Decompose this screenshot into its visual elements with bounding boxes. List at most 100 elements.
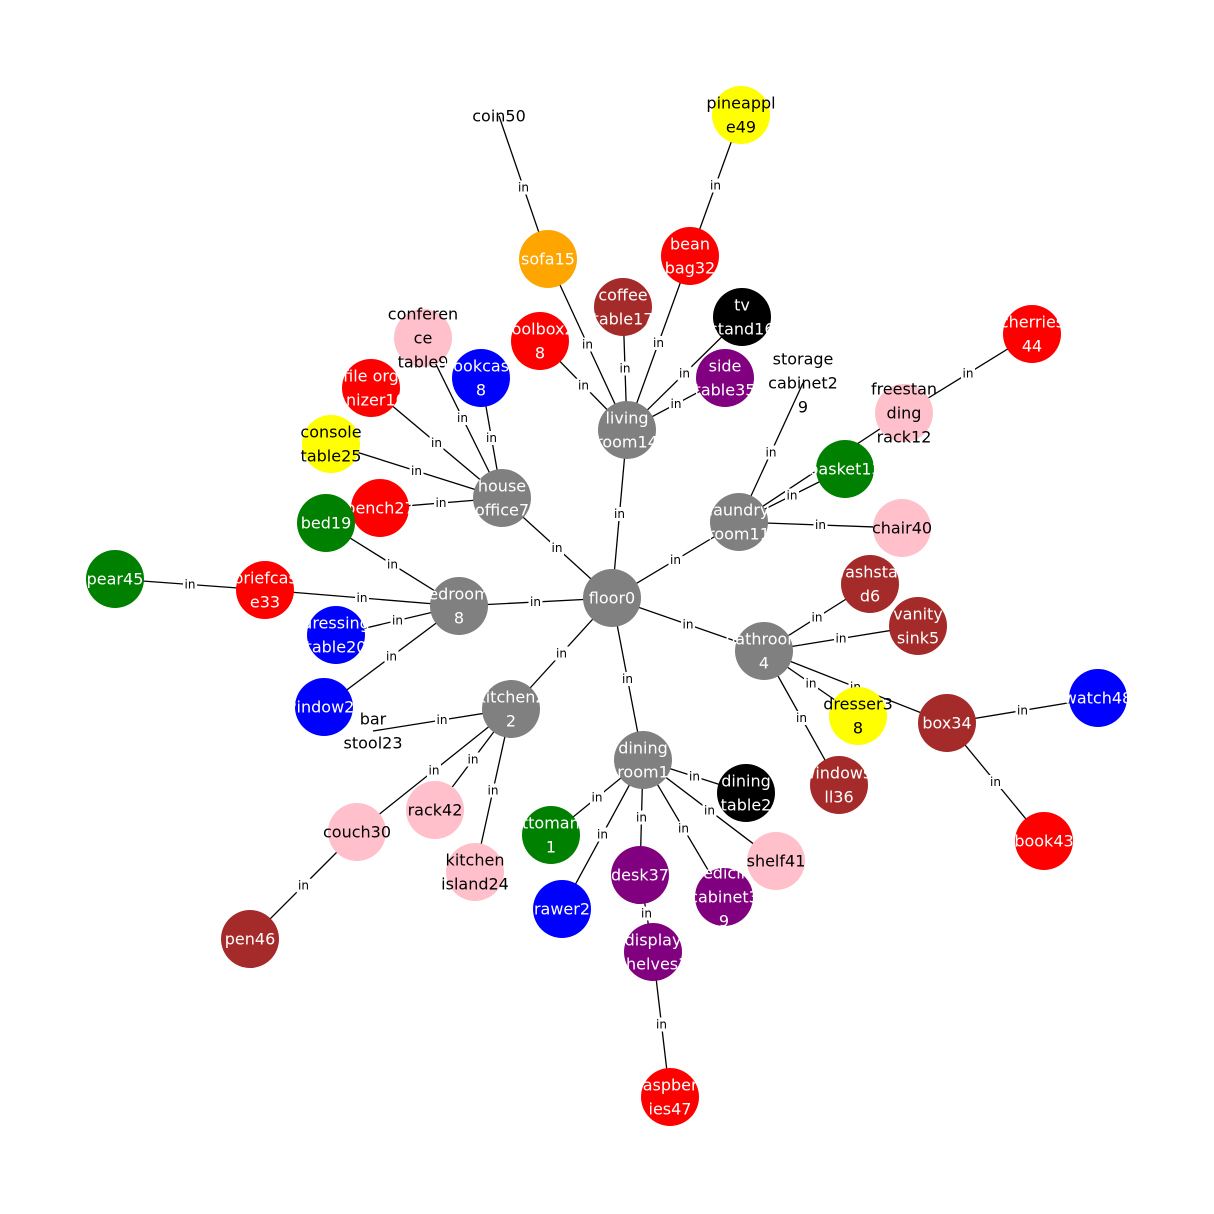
edge-label-text: in <box>614 507 625 521</box>
edge-label-floor0-living-room14: in <box>612 507 627 521</box>
node-desk37: desk37 <box>611 846 669 904</box>
node-label: ding <box>887 404 922 423</box>
edge-label-text: in <box>578 379 589 393</box>
edge-label-text: in <box>671 397 682 411</box>
edge-label-text: in <box>429 764 440 778</box>
node-label: sink5 <box>897 629 939 648</box>
node-label: kitchen <box>446 851 505 870</box>
edge-label-box34-book43: in <box>988 775 1003 789</box>
node-label: kitchen2 <box>476 688 545 707</box>
node-circle <box>394 309 452 367</box>
node-label: floor0 <box>589 589 635 608</box>
edge-label-house-office7-file-organizer10: in <box>429 436 444 450</box>
node-book43: book43 <box>1014 812 1074 870</box>
edge-label-text: in <box>298 879 309 893</box>
edge-label-kitchen22-couch30: in <box>427 763 441 778</box>
node-label: coffee <box>598 286 647 305</box>
node-circle <box>712 86 770 144</box>
node-label: chair40 <box>872 519 932 538</box>
edge-label-kitchen22-bar-stool23: in <box>435 713 449 727</box>
node-label: side <box>709 357 742 376</box>
edge-label-dining-room1-dining-table2: in <box>687 769 702 784</box>
edge-label-dining-room1-shelf41: in <box>702 803 717 818</box>
node-pineapple49: pineappl e49 <box>706 86 776 144</box>
node-label: e33 <box>250 593 280 612</box>
node-label: ottoman3 <box>512 814 590 833</box>
node-label: desk37 <box>611 866 669 885</box>
edge-label-text: in <box>518 181 529 195</box>
edge-label-text: in <box>436 496 447 510</box>
edge-label-bathroom4-windowsill36: in <box>794 711 809 725</box>
node-circle <box>342 359 400 417</box>
node-label: bean <box>670 235 710 254</box>
node-circle <box>236 561 294 619</box>
node-pear45: pear45 <box>86 550 144 608</box>
node-label: toolbox2 <box>505 320 574 339</box>
edge-label-text: in <box>387 558 398 572</box>
node-circle <box>86 550 144 608</box>
edge-label-text: in <box>1017 704 1028 718</box>
node-circle <box>594 278 652 336</box>
node-label: basket13 <box>808 460 881 479</box>
edge-label-living-room14-bean-bag32: in <box>651 336 666 350</box>
node-label: pear45 <box>87 570 144 589</box>
node-watch48: watch48 <box>1064 669 1132 727</box>
node-label: ies47 <box>649 1100 692 1119</box>
edge-label-floor0-bathroom4: in <box>681 617 695 632</box>
node-label: pineappl <box>706 94 775 113</box>
edge-label-text: in <box>488 784 499 798</box>
node-label: storage <box>773 350 834 369</box>
edge-label-living-room14-side-table35: in <box>669 397 683 411</box>
node-circle <box>624 923 682 981</box>
edge-label-living-room14-toolbox28: in <box>576 378 591 393</box>
node-circle <box>328 803 386 861</box>
edge-label-freestanding-rack12-cherries44: in <box>961 366 975 381</box>
node-label: 4 <box>759 654 769 673</box>
edge-label-couch30-pen46: in <box>296 878 311 893</box>
edge-label-laundry-room11-chair40: in <box>813 518 828 532</box>
node-label: 2 <box>506 712 516 731</box>
node-circle <box>875 384 933 442</box>
node-label: island24 <box>441 875 509 894</box>
node-window21: window21 <box>283 678 365 736</box>
edge-label-house-office7-conference-table9: in <box>455 411 470 425</box>
node-circle <box>1015 812 1073 870</box>
node-circle <box>533 880 591 938</box>
edge-label-briefcase33-pear45: in <box>183 577 197 592</box>
edge-label-text: in <box>437 713 448 727</box>
node-label: 8 <box>476 381 486 400</box>
edge-label-bathroom4-washstand6: in <box>810 610 824 625</box>
node-label: living <box>605 409 648 428</box>
edge-label-text: in <box>850 680 861 694</box>
node-circle <box>735 622 793 680</box>
node-label: vanity <box>893 605 943 624</box>
edge-label-text: in <box>641 907 652 921</box>
node-label: watch48 <box>1064 689 1132 708</box>
node-label: cherries <box>1000 313 1064 332</box>
node-circle <box>810 756 868 814</box>
node-label: windowsi <box>802 764 875 783</box>
node-circle <box>889 597 947 655</box>
node-rack42: rack42 <box>406 781 464 839</box>
node-label: freestan <box>871 380 937 399</box>
node-label: d6 <box>860 587 880 606</box>
edge-label-text: in <box>486 431 497 445</box>
edge-label-laundry-room11-basket13: in <box>785 488 799 503</box>
node-label: file org <box>343 367 399 386</box>
node-circle <box>511 312 569 370</box>
node-label: e49 <box>726 118 756 137</box>
